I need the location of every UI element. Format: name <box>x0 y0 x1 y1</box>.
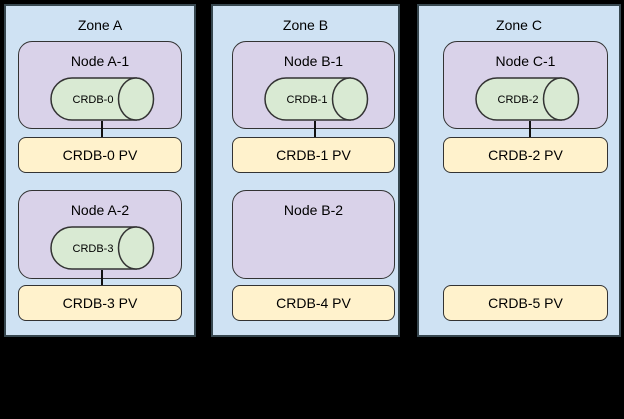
cylinder-face <box>331 77 369 121</box>
cylinder-face <box>117 77 155 121</box>
pv-label: CRDB-4 PV <box>276 295 351 311</box>
pv-crdb-3: CRDB-3 PV <box>18 285 182 321</box>
pv-label: CRDB-0 PV <box>62 147 138 163</box>
node-b-2-empty: Node B-2 <box>232 190 395 279</box>
pv-crdb-2: CRDB-2 PV <box>443 137 608 173</box>
pod-label: CRDB-2 <box>498 94 539 106</box>
pv-crdb-0: CRDB-0 PV <box>18 137 182 173</box>
pod-pv-connector <box>529 121 531 138</box>
node-label: Node B-2 <box>283 202 344 218</box>
pod-pv-connector <box>101 270 103 286</box>
cylinder-body <box>475 77 562 121</box>
pod-crdb-3: CRDB-3 <box>50 226 155 270</box>
zone-title: Zone B <box>282 17 329 33</box>
zone-title: Zone C <box>496 17 542 33</box>
pod-label: CRDB-3 <box>73 243 114 255</box>
pv-label: CRDB-3 PV <box>62 295 138 311</box>
pv-label: CRDB-1 PV <box>276 147 351 163</box>
pod-crdb-2: CRDB-2 <box>475 77 580 121</box>
pod-crdb-1: CRDB-1 <box>264 77 369 121</box>
pod-label: CRDB-1 <box>287 94 328 106</box>
pv-label: CRDB-2 PV <box>488 147 563 163</box>
pod-label: CRDB-0 <box>73 94 114 106</box>
pv-crdb-5-unattached: CRDB-5 PV <box>443 285 608 321</box>
pod-pv-connector <box>101 121 103 138</box>
node-label: Node C-1 <box>495 53 556 69</box>
cylinder-body <box>264 77 351 121</box>
pod-crdb-0: CRDB-0 <box>50 77 155 121</box>
node-label: Node B-1 <box>283 53 344 69</box>
node-label: Node A-1 <box>70 53 130 69</box>
pv-label: CRDB-5 PV <box>488 295 563 311</box>
zone-a: Zone A Node A-1 CRDB-0 CRDB-0 PV Node A-… <box>4 4 196 337</box>
node-b-1: Node B-1 CRDB-1 <box>232 41 395 129</box>
zone-title: Zone A <box>77 17 123 33</box>
pv-crdb-4-unattached: CRDB-4 PV <box>232 285 395 321</box>
cylinder-face <box>542 77 580 121</box>
node-a-1: Node A-1 CRDB-0 <box>18 41 182 129</box>
zone-c: Zone C Node C-1 CRDB-2 CRDB-2 PV CRDB-5 … <box>417 4 621 337</box>
node-label: Node A-2 <box>70 202 130 218</box>
zone-b: Zone B Node B-1 CRDB-1 CRDB-1 PV Node B-… <box>211 4 400 337</box>
cylinder-body <box>50 77 137 121</box>
pv-crdb-1: CRDB-1 PV <box>232 137 395 173</box>
cylinder-face <box>117 226 155 270</box>
node-a-2: Node A-2 CRDB-3 <box>18 190 182 279</box>
node-c-1: Node C-1 CRDB-2 <box>443 41 608 129</box>
cylinder-body <box>50 226 137 270</box>
pod-pv-connector <box>314 121 316 138</box>
